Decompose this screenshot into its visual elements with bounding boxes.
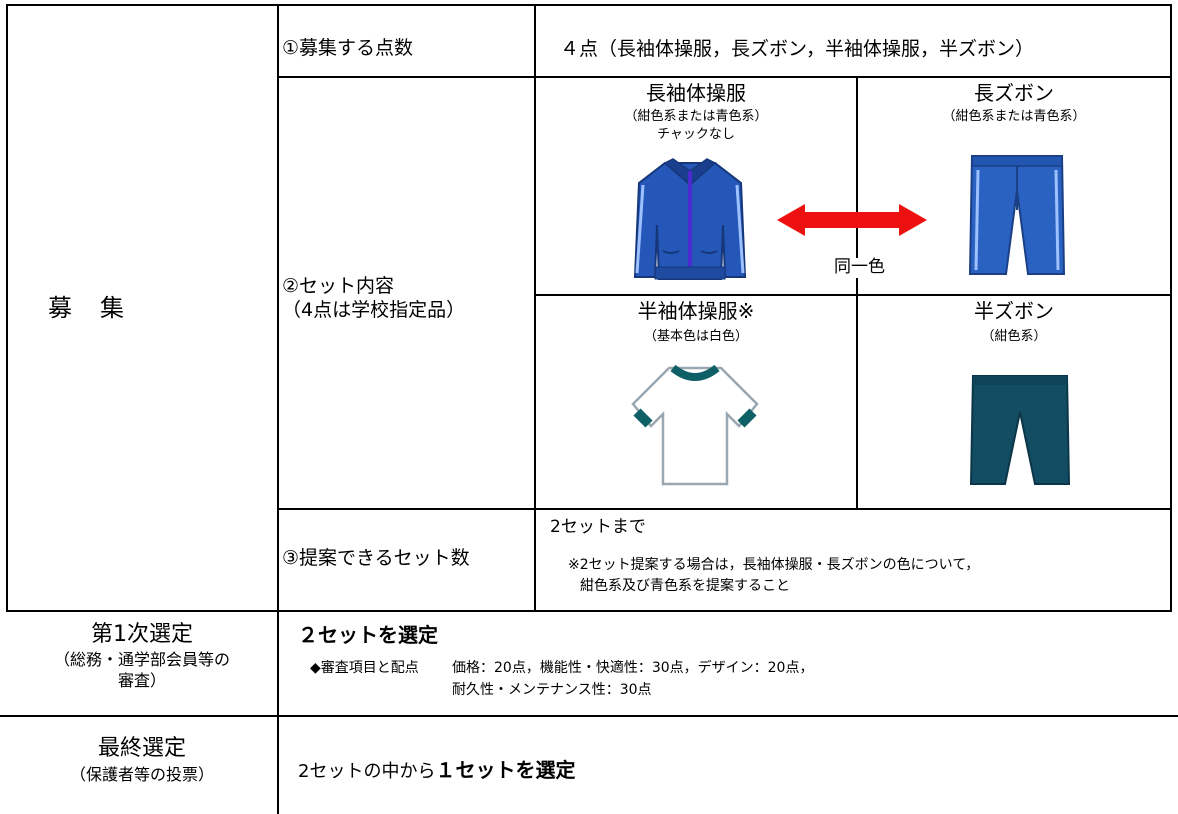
shorts-icon (969, 375, 1071, 485)
set-contents-label: ②セット内容 (282, 275, 395, 297)
border-left-main (6, 4, 8, 612)
final-selection-result: 2セットの中から１セットを選定 (298, 759, 575, 783)
count-value: ４点（長袖体操服，長ズボン，半袖体操服，半ズボン） (560, 38, 1035, 60)
item-note-long-sleeve: （紺色系または青色系） (624, 109, 768, 124)
first-selection-subtitle-1: （総務・通学部会員等の (53, 650, 230, 669)
col-divider-1 (277, 4, 279, 814)
row-divider-1 (277, 76, 1172, 78)
image-row-divider (534, 294, 1172, 296)
proposable-sets-label: ③提案できるセット数 (282, 547, 470, 569)
final-selection-result-bold: １セットを選定 (435, 758, 576, 782)
proposable-sets-note-2: 紺色系及び青色系を提案すること (580, 578, 790, 594)
item-name-shorts: 半ズボン (974, 299, 1054, 323)
criteria-line-1: 価格：20点，機能性・快適性：30点，デザイン：20点， (452, 660, 814, 676)
item-note-long-pants: （紺色系または青色系） (942, 109, 1086, 124)
criteria-line-2: 耐久性・メンテナンス性：30点 (452, 682, 652, 698)
col-divider-2 (534, 4, 536, 610)
row-divider-3 (6, 610, 1172, 612)
criteria-label: ◆審査項目と配点 (310, 660, 419, 676)
short-sleeve-shirt-icon (631, 364, 759, 486)
item-note-shorts: （紺色系） (981, 329, 1047, 344)
row-divider-4 (0, 715, 1178, 717)
first-selection-subtitle-2: 審査） (117, 671, 166, 690)
proposable-sets-note-1: ※2セット提案する場合は，長袖体操服・長ズボンの色について， (568, 557, 980, 573)
first-selection-title: 第1次選定 (91, 622, 193, 647)
recruitment-header: 募 集 (48, 294, 126, 322)
row-divider-2 (277, 508, 1172, 510)
first-selection-result: ２セットを選定 (298, 623, 438, 647)
count-label: ①募集する点数 (282, 37, 414, 59)
border-top (6, 4, 1172, 6)
image-col-divider (856, 78, 858, 508)
final-selection-subtitle: （保護者等の投票） (69, 765, 214, 784)
proposable-sets-value: 2セットまで (550, 517, 646, 537)
item-name-long-pants: 長ズボン (974, 81, 1054, 105)
same-color-arrow (777, 204, 927, 236)
item-name-long-sleeve: 長袖体操服 (646, 81, 746, 105)
item-note2-long-sleeve: チャックなし (657, 127, 735, 142)
same-color-label: 同一色 (830, 257, 889, 278)
track-jacket-icon (633, 158, 747, 280)
final-selection-result-prefix: 2セットの中から (298, 761, 436, 782)
item-note-short-sleeve: （基本色は白色） (643, 329, 748, 344)
final-selection-title: 最終選定 (97, 736, 186, 761)
set-contents-sublabel: （4点は学校指定品） (282, 299, 466, 321)
long-pants-icon (968, 155, 1066, 275)
item-name-short-sleeve: 半袖体操服※ (637, 299, 755, 323)
border-right (1170, 4, 1172, 612)
